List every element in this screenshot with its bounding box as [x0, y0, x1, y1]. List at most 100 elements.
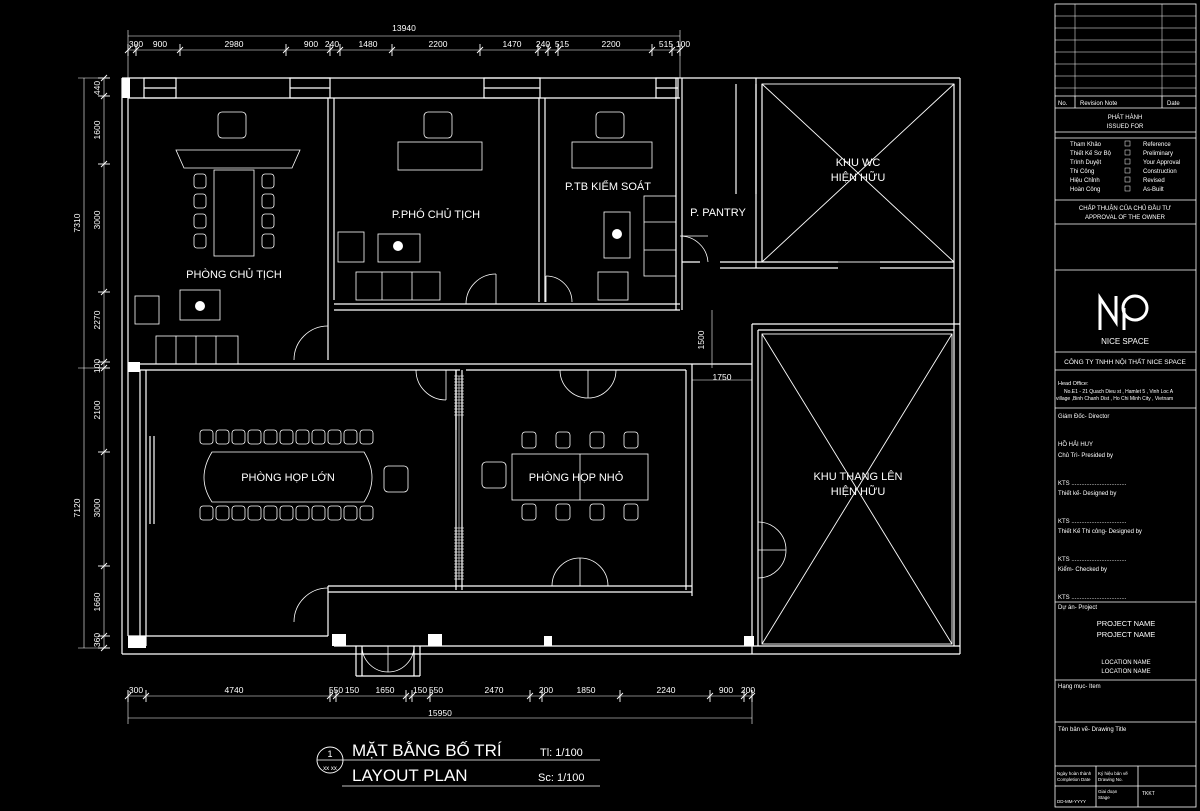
- tb-completion-vi: Ngày hoàn thành: [1057, 771, 1092, 776]
- dim-top-5: 240: [325, 39, 339, 49]
- tb-stage-en: Stage: [1098, 795, 1110, 800]
- issue-row-en: Revised: [1143, 178, 1165, 184]
- tb-drawing-no-vi: Ký hiệu bản vẽ: [1098, 771, 1128, 776]
- dim-top-8: 1470: [503, 39, 522, 49]
- title-scale-sc: Sc: 1/100: [538, 772, 584, 784]
- dim-left-2: 1600: [92, 120, 102, 139]
- tb-kts-1: KTS .................................: [1058, 481, 1127, 487]
- tb-project-1: PROJECT NAME: [1097, 619, 1156, 628]
- dim-left-4: 2270: [92, 310, 102, 329]
- doors: [293, 235, 787, 673]
- issue-row-vi: Hoàn Công: [1070, 187, 1100, 193]
- dim-left-upper-total: 7310: [72, 213, 82, 232]
- room-label-wc-1: KHU WC: [836, 157, 881, 169]
- dim-left-5: 100: [92, 359, 102, 373]
- tb-no: No.: [1058, 101, 1068, 107]
- dim-left-9: 360: [92, 633, 102, 647]
- dim-bottom-3: 550: [329, 685, 343, 695]
- tb-designed: Thiết kế- Designed by: [1058, 491, 1116, 497]
- issue-checkbox[interactable]: [1124, 176, 1131, 183]
- tb-approval-en: APPROVAL OF THE OWNER: [1085, 215, 1166, 221]
- tb-checked: Kiểm- Checked by: [1058, 566, 1107, 573]
- dim-top-4: 900: [304, 39, 318, 49]
- dim-bottom-9: 200: [539, 685, 553, 695]
- issue-checkbox[interactable]: [1124, 167, 1131, 174]
- dim-bottom-2: 4740: [225, 685, 244, 695]
- tb-company: CÔNG TY TNHH NỘI THẤT NICE SPACE: [1064, 356, 1186, 366]
- dim-bottom-11: 2240: [657, 685, 676, 695]
- dim-bottom-13: 200: [741, 685, 755, 695]
- dim-bottom-total: 15950: [428, 708, 452, 718]
- dim-bottom-10: 1850: [577, 685, 596, 695]
- dim-corridor-h: 1750: [713, 372, 732, 382]
- tb-director-label: Giám Đốc- Director: [1058, 414, 1109, 420]
- tb-director-name: HỒ HẢI HUY: [1058, 441, 1093, 448]
- dim-top-9: 240: [536, 39, 550, 49]
- issue-row-en: Construction: [1143, 169, 1177, 175]
- logo-text: NICE SPACE: [1101, 337, 1149, 346]
- tb-kts-3: KTS .................................: [1058, 557, 1127, 563]
- dim-corridor-v: 1500: [696, 330, 706, 349]
- room-label-stair-1: KHU THANG LÊN: [813, 470, 902, 483]
- dim-left-7: 3000: [92, 498, 102, 517]
- room-label-vice-chairman: P.PHÓ CHỦ TỊCH: [392, 208, 480, 221]
- issue-checkbox[interactable]: [1124, 185, 1131, 192]
- dim-top-6: 1480: [359, 39, 378, 49]
- tb-presided: Chủ Trì- Presided by: [1058, 452, 1113, 459]
- furniture: [134, 111, 677, 365]
- tb-revision: Revision Note: [1080, 101, 1118, 107]
- dim-bottom-4: 150: [345, 685, 359, 695]
- tb-issued-en: ISSUED FOR: [1107, 124, 1144, 130]
- issue-checkbox[interactable]: [1124, 140, 1131, 147]
- tb-head-office: Head Office:: [1058, 381, 1089, 387]
- tb-kts-4: KTS .................................: [1058, 595, 1127, 601]
- tb-completion-en: Completion Date: [1057, 777, 1091, 782]
- tb-drawing-title: Tên bản vẽ- Drawing Title: [1058, 727, 1127, 733]
- tb-stage-value: TKKT: [1142, 791, 1155, 797]
- dim-top-3: 2980: [225, 39, 244, 49]
- title-scale-ti: Tl: 1/100: [540, 747, 583, 759]
- tb-address-2: village ,Binh Chanh Dist , Ho Chi Minh C…: [1056, 396, 1173, 402]
- issue-row-en: Reference: [1143, 142, 1171, 148]
- dim-top-10: 515: [555, 39, 569, 49]
- room-label-pantry: P. PANTRY: [690, 207, 746, 219]
- dim-left-8: 1660: [92, 592, 102, 611]
- issue-row-en: As-Built: [1143, 187, 1164, 193]
- title-ref: xx xx: [323, 766, 337, 772]
- tb-item-label: Hạng mục- Item: [1058, 684, 1101, 690]
- tb-kts-2: KTS .................................: [1058, 519, 1127, 525]
- title-block: No. Revision Note Date PHÁT HÀNH ISSUED …: [1054, 3, 1197, 808]
- tb-approval-vi: CHẤP THUẬN CỦA CHỦ ĐẦU TƯ: [1079, 205, 1171, 212]
- dim-bottom-1: 300: [129, 685, 143, 695]
- title-number: 1: [327, 749, 332, 759]
- tb-drawing-no-en: Drawing No.: [1098, 777, 1123, 782]
- tb-location-2: LOCATION NAME: [1101, 669, 1150, 675]
- tb-date: Date: [1167, 101, 1180, 107]
- issue-row-vi: Thiết Kế Sơ Bộ: [1070, 151, 1112, 157]
- dim-top-2: 900: [153, 39, 167, 49]
- issue-row-en: Your Approval: [1143, 160, 1180, 166]
- dim-bottom-8: 2470: [485, 685, 504, 695]
- issue-row-vi: Thi Công: [1070, 169, 1094, 175]
- dim-left-lower-total: 7120: [72, 498, 82, 517]
- nice-space-logo: NICE SPACE: [1098, 293, 1149, 346]
- dim-top-total: 13940: [392, 23, 416, 33]
- tb-issued-vi: PHÁT HÀNH: [1108, 114, 1143, 121]
- dim-top-1: 300: [129, 39, 143, 49]
- issue-checkbox[interactable]: [1124, 158, 1131, 165]
- issue-row-vi: Trình Duyệt: [1070, 160, 1101, 166]
- dim-top-11: 2200: [602, 39, 621, 49]
- issue-row-vi: Hiệu Chỉnh: [1070, 177, 1100, 184]
- room-label-stair-2: HIỆN HỮU: [831, 485, 886, 498]
- tb-stage-vi: Giai đoạn: [1098, 789, 1118, 794]
- tb-const-designed: Thiết Kế Thi công- Designed by: [1058, 529, 1142, 535]
- issue-checkbox[interactable]: [1124, 149, 1131, 156]
- dim-top-12: 515: [659, 39, 673, 49]
- issue-row-vi: Tham Khảo: [1070, 142, 1102, 148]
- tb-date-value: DD-MM-YYYY: [1057, 799, 1086, 804]
- room-label-chairman: PHÒNG CHỦ TỊCH: [186, 268, 282, 281]
- tb-project-2: PROJECT NAME: [1097, 630, 1156, 639]
- room-label-large-meeting: PHÒNG HỌP LỚN: [241, 471, 335, 484]
- room-label-small-meeting: PHÒNG HỌP NHỎ: [529, 471, 624, 484]
